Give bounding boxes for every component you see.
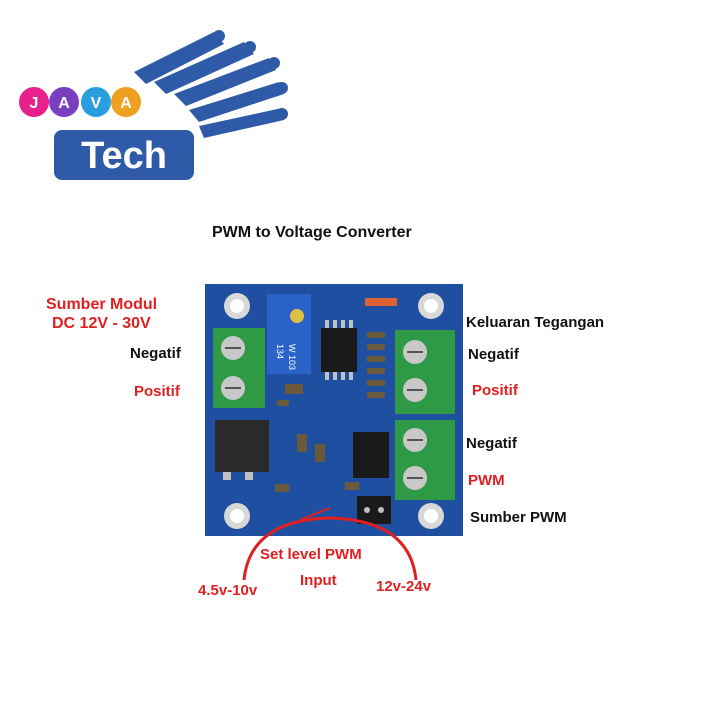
potentiometer-icon: W 103 134 (267, 294, 311, 374)
label-range-low: 4.5v-10v (198, 582, 258, 599)
terminal-block-power (213, 328, 265, 408)
arc-line (242, 516, 418, 581)
letter-ball-icon (49, 87, 79, 117)
mounting-hole-icon (224, 293, 444, 529)
logo-letter-a2: A (120, 95, 132, 112)
terminal-block-pwm (395, 420, 455, 500)
logo-letter-j: J (30, 95, 39, 112)
letter-ball-icon (111, 87, 141, 117)
pot-label: W 103 (287, 344, 297, 370)
label-right-negatif-top: Negatif (468, 346, 519, 363)
logo-letter-v: V (91, 95, 102, 112)
label-pwm: PWM (468, 472, 505, 489)
label-left-negatif: Negatif (130, 345, 181, 362)
set-level-arc (242, 507, 418, 581)
java-tech-logo: J A V A Tech (14, 22, 304, 192)
label-right-positif: Positif (472, 382, 518, 399)
letter-ball-icon (81, 87, 111, 117)
letter-ball-icon (19, 87, 49, 117)
logo-graphic: J A V A Tech (19, 30, 288, 180)
terminal-block-output (395, 330, 455, 414)
logo-word: Tech (81, 135, 167, 177)
logo-plate (54, 130, 194, 180)
pot-code: 134 (275, 344, 285, 359)
optocoupler-icon (353, 432, 389, 478)
label-input: Input (300, 572, 337, 589)
logo-letter-a1: A (58, 95, 70, 112)
label-keluaran: Keluaran Tegangan (466, 314, 605, 331)
voltage-regulator-icon (215, 420, 269, 480)
pointer-line (299, 507, 331, 521)
circuit-lines-graphic (134, 30, 288, 138)
label-sumber-pwm: Sumber PWM (470, 509, 567, 526)
smd-components (275, 332, 385, 492)
jumper-header-icon (357, 496, 391, 524)
label-right-negatif-bottom: Negatif (466, 435, 517, 452)
pcb-graphic: W 103 134 (205, 284, 463, 536)
page-title: PWM to Voltage Converter (212, 224, 412, 241)
ic-chip-icon (321, 320, 357, 380)
label-left-positif: Positif (134, 383, 180, 400)
label-sumber-modul-1: Sumber Modul (46, 296, 158, 313)
label-sumber-modul-2: DC 12V - 30V (52, 315, 151, 332)
diode-icon (365, 298, 397, 306)
label-range-high: 12v-24v (376, 578, 432, 595)
pcb-board: W 103 134 (205, 284, 463, 536)
label-set-level: Set level PWM (260, 546, 362, 563)
